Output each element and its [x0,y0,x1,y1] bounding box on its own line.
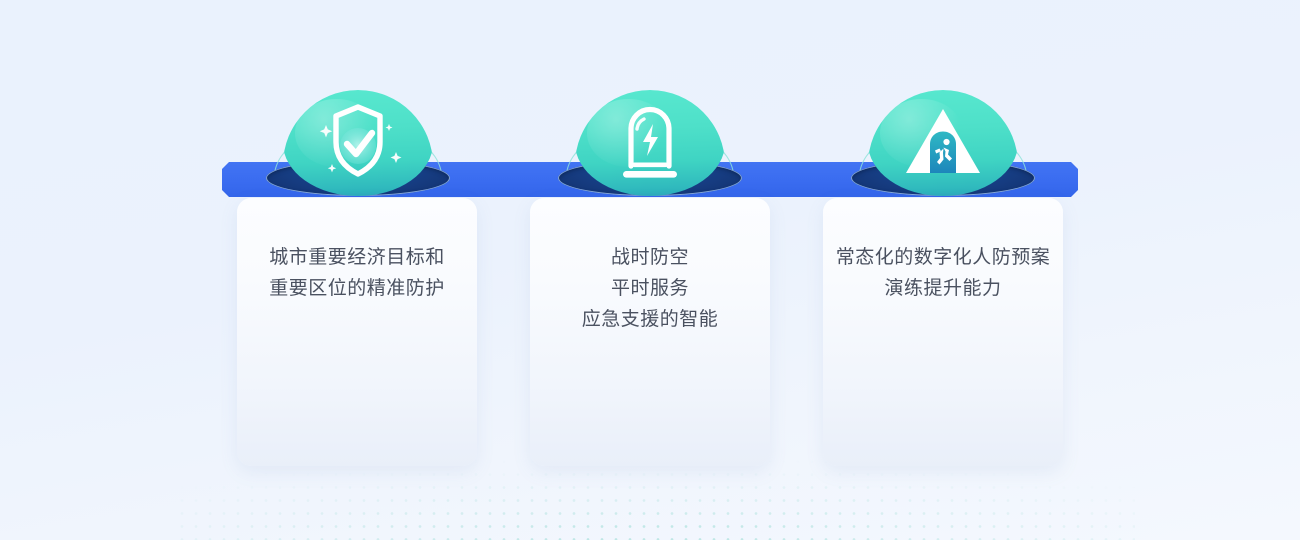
info-card-3-text: 常态化的数字化人防预案 演练提升能力 [835,247,1051,299]
info-card-3[interactable]: 常态化的数字化人防预案 演练提升能力 [823,198,1063,466]
info-card-2-text: 战时防空 平时服务 应急支援的智能 [581,247,719,330]
icon-group-1 [248,88,468,200]
icon-group-2 [540,88,760,200]
info-card-2[interactable]: 战时防空 平时服务 应急支援的智能 [530,198,770,466]
info-card-1-text: 城市重要经济目标和 重要区位的精准防护 [269,247,445,299]
info-card-1[interactable]: 城市重要经济目标和 重要区位的精准防护 [237,198,477,466]
icon-group-3 [833,88,1053,200]
dot-pattern-decoration [175,455,1135,540]
